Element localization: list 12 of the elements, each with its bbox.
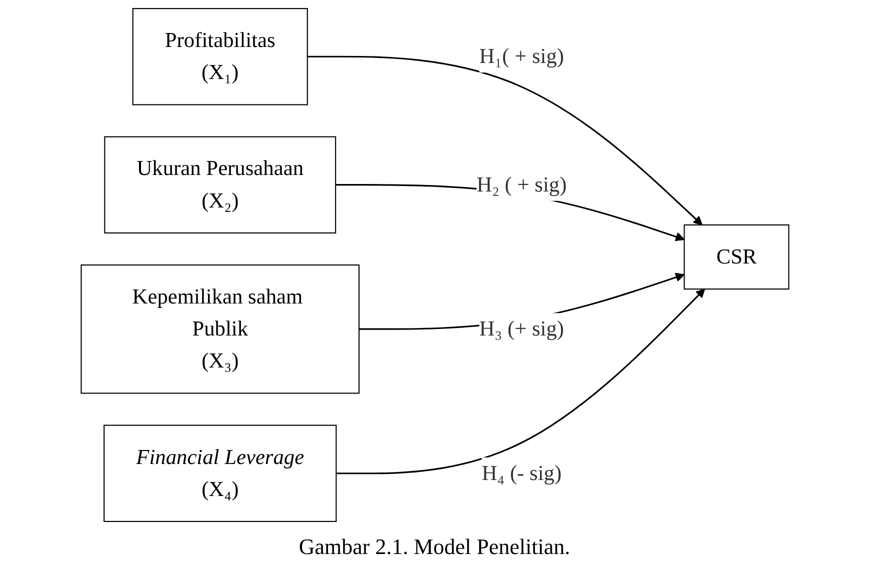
node-box: Financial Leverage (X₄) [103, 424, 336, 522]
arrow [306, 56, 702, 226]
node-box: CSR [683, 224, 789, 290]
figure-caption: Gambar 2.1. Model Penelitian. [298, 534, 570, 560]
node-box: Kepemilikan saham Publik (X₃) [80, 264, 360, 394]
edge-label: H₁( + sig) [478, 44, 564, 68]
edge-label: H₄ (- sig) [481, 462, 562, 486]
arrow [336, 288, 705, 474]
edge-label: H₂ ( + sig) [476, 173, 566, 197]
edge-label: H₃ (+ sig) [478, 317, 564, 341]
node-box: Ukuran Perusahaan (X₂) [104, 136, 336, 234]
node-box: Profitabilitas (X₁) [132, 8, 308, 106]
